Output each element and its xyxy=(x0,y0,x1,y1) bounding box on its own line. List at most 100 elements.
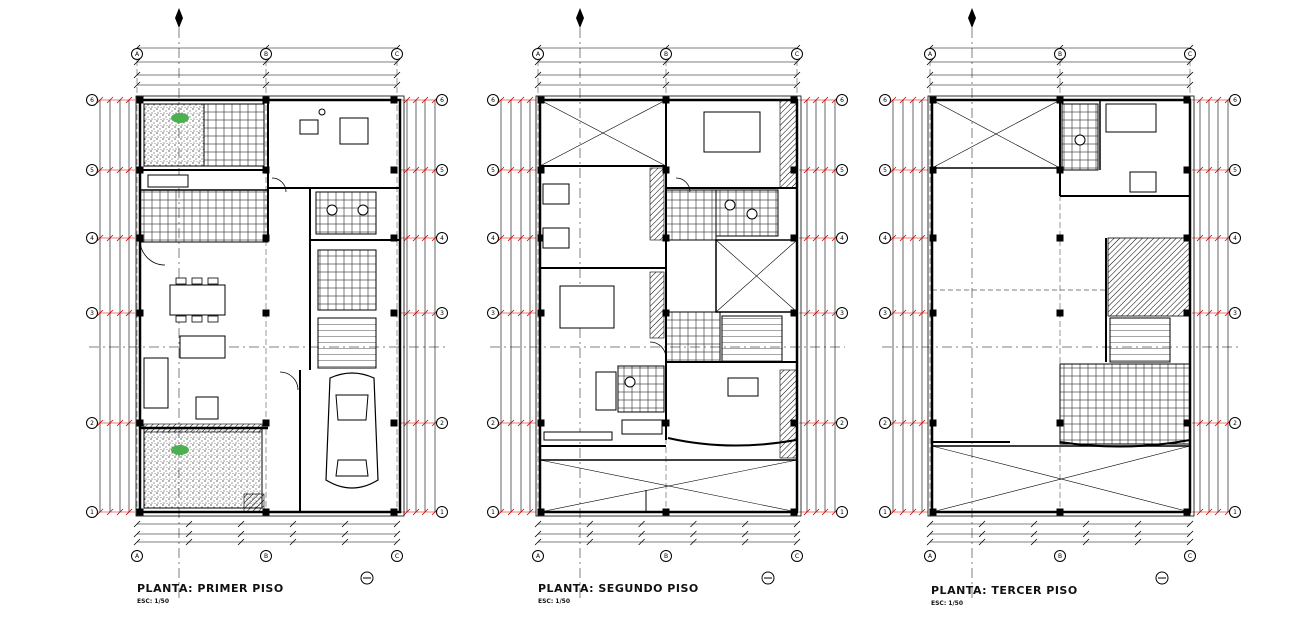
axis-label-column: B xyxy=(664,51,668,58)
axis-label-row: 1 xyxy=(90,509,94,516)
axis-label-row: 3 xyxy=(1233,310,1237,317)
axis-label-row: 4 xyxy=(440,235,444,242)
axis-bubble-row xyxy=(836,232,848,244)
dimension-tick xyxy=(741,538,749,546)
dimension-tick xyxy=(793,520,801,528)
dining-chair xyxy=(175,277,187,285)
dimension-tick xyxy=(185,530,193,538)
hatched-planter xyxy=(143,423,263,433)
dimension-tick xyxy=(1056,81,1064,89)
dimension-tick xyxy=(534,530,542,538)
axis-label-row: 4 xyxy=(491,235,495,242)
dimension-tick xyxy=(1082,530,1090,538)
axis-bubble-column xyxy=(1184,48,1196,60)
dimension-tick xyxy=(393,81,401,89)
dimension-tick xyxy=(1134,520,1142,528)
dimension-tick xyxy=(1030,538,1038,546)
single-bed xyxy=(542,183,570,205)
structural-column xyxy=(537,309,545,317)
structural-column xyxy=(262,309,270,317)
dimension-tick xyxy=(237,520,245,528)
axis-label-column: C xyxy=(795,51,799,58)
dimension-tick xyxy=(793,530,801,538)
axis-bubble-row xyxy=(86,94,98,106)
axis-label-row: 5 xyxy=(883,167,887,174)
hall-floor xyxy=(665,311,721,363)
void-cross xyxy=(715,239,798,313)
dimension-tick xyxy=(638,520,645,528)
laundry-sink xyxy=(1129,171,1157,193)
dimension-tick xyxy=(926,538,934,546)
axis-bubble-row xyxy=(86,506,98,518)
closet xyxy=(779,99,798,189)
structural-column xyxy=(262,96,270,104)
structural-column xyxy=(136,309,144,317)
dimension-tick xyxy=(1030,520,1038,528)
structural-column xyxy=(929,309,937,317)
tercer-piso-details xyxy=(931,99,1191,513)
dimension-tick xyxy=(1186,81,1194,89)
axis-bubble-row xyxy=(86,232,98,244)
dimension-tick xyxy=(289,520,297,528)
armchair xyxy=(195,396,219,420)
dimension-tick xyxy=(393,520,401,528)
dining-chair xyxy=(175,315,187,323)
structural-column xyxy=(136,508,144,516)
structural-column xyxy=(262,508,270,516)
door-swing xyxy=(675,177,691,193)
dimension-tick xyxy=(926,520,934,528)
plan-scale-primer-piso: ESC: 1/50 xyxy=(137,598,170,605)
dimension-tick xyxy=(926,81,934,89)
roof-staircase xyxy=(1107,237,1191,317)
axis-label-row: 2 xyxy=(840,420,844,427)
kitchen-floor xyxy=(139,189,269,243)
dimension-tick xyxy=(1030,530,1038,538)
dimension-tick xyxy=(133,530,141,538)
car-icon xyxy=(325,372,379,489)
structural-column xyxy=(929,419,937,427)
structural-column xyxy=(262,419,270,427)
axis-label-row: 5 xyxy=(1233,167,1237,174)
axis-bubble-column xyxy=(1184,550,1196,562)
structural-column xyxy=(136,96,144,104)
axis-bubble-column xyxy=(791,550,803,562)
axis-bubble-row xyxy=(487,94,499,106)
dimension-tick xyxy=(534,538,542,546)
axis-label-row: 6 xyxy=(840,97,844,104)
plan-title-primer-piso: PLANTA: PRIMER PISO xyxy=(137,582,284,595)
axis-bubble-column xyxy=(532,550,544,562)
dimension-tick xyxy=(289,530,297,538)
north-arrow-icon xyxy=(968,8,976,28)
bathroom-floor xyxy=(617,365,665,413)
axis-label-row: 3 xyxy=(491,310,495,317)
axis-bubble-row xyxy=(487,506,499,518)
structural-column xyxy=(790,309,798,317)
dimension-tick xyxy=(1186,538,1194,546)
dimension-tick xyxy=(586,538,594,546)
toilet-icon xyxy=(1074,134,1086,146)
axis-bubble-row xyxy=(86,417,98,429)
axis-label-row: 2 xyxy=(883,420,887,427)
structural-column xyxy=(390,166,398,174)
axis-bubble-column xyxy=(791,48,803,60)
dimension-tick xyxy=(341,520,349,528)
dimension-tick xyxy=(393,538,401,546)
staircase xyxy=(317,317,377,369)
north-arrow-icon xyxy=(175,8,183,28)
sofa xyxy=(595,371,617,411)
axis-label-column: C xyxy=(795,553,799,560)
roof-void xyxy=(931,445,1191,513)
axis-label-row: 2 xyxy=(491,420,495,427)
axis-bubble-row xyxy=(879,232,891,244)
axis-bubble-column xyxy=(391,550,403,562)
axis-label-column: B xyxy=(264,553,268,560)
void-cross xyxy=(931,99,1061,169)
axis-bubble-row xyxy=(436,506,448,518)
axis-bubble-row xyxy=(879,94,891,106)
structural-column xyxy=(136,419,144,427)
curved-wall xyxy=(1059,439,1191,448)
segundo-piso-details xyxy=(539,99,798,513)
kitchen-sink xyxy=(147,174,189,188)
